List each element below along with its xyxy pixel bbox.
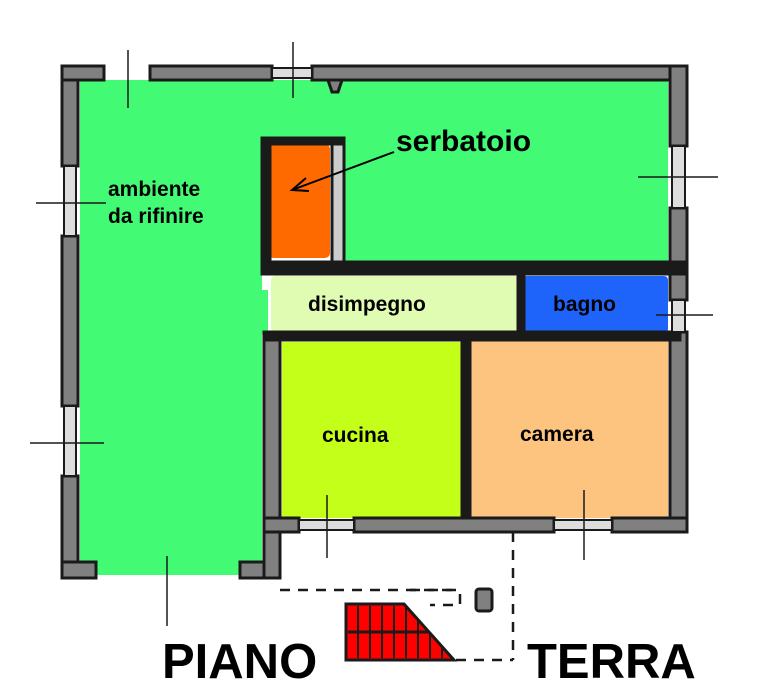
room-label-serbatoio: serbatoio	[396, 125, 532, 158]
window-top	[271, 67, 313, 79]
room-label-ambiente-line1: ambiente	[108, 178, 201, 201]
wall-top-notch	[325, 78, 345, 94]
room-label-bagno: bagno	[553, 293, 616, 316]
room-ambiente-fill	[80, 80, 668, 575]
wall-left-mid	[60, 234, 80, 408]
wall-top-mid	[148, 64, 274, 82]
room-label-camera: camera	[520, 423, 594, 446]
room-bagno-fill	[523, 276, 668, 333]
staircase-icon	[344, 602, 458, 662]
window-right-bagno	[671, 299, 686, 333]
room-label-ambiente: ambiente da rifinire	[108, 176, 204, 230]
dashed-step-return	[410, 588, 462, 607]
wall-cucina-camera	[460, 334, 472, 522]
plan-title-piano: PIANO	[162, 635, 318, 689]
wall-disimpegno-bottom	[262, 330, 682, 342]
room-disimpegno-fill	[271, 276, 519, 332]
window-camera	[553, 519, 613, 531]
room-camera-fill	[470, 338, 668, 518]
wall-disimpegno-top	[260, 260, 689, 276]
wall-serbatoio-left	[260, 138, 272, 266]
wall-serbatoio-right	[330, 138, 346, 266]
wall-bottom-cucina-left	[262, 516, 301, 534]
wall-right-lower	[668, 330, 689, 534]
wall-bottom-right	[610, 516, 689, 534]
pillar-icon	[474, 587, 494, 613]
axis-marks	[30, 42, 718, 626]
window-left-upper	[63, 165, 77, 237]
room-cucina-fill	[282, 342, 462, 518]
wall-top-left	[60, 64, 106, 82]
room-serbatoio-fill	[268, 144, 330, 258]
window-left-lower	[63, 405, 77, 477]
wall-inner-vertical	[262, 332, 282, 580]
room-label-disimpegno: disimpegno	[308, 293, 426, 316]
wall-serbatoio-top	[260, 136, 346, 146]
wall-bottom-mid	[352, 516, 556, 534]
room-label-cucina: cucina	[322, 424, 389, 447]
room-fills	[80, 80, 668, 575]
arrow-icon	[289, 151, 395, 192]
wall-bottom-left-corner	[60, 560, 98, 580]
wall-right-mid	[668, 206, 689, 302]
windows	[63, 67, 686, 531]
wall-disimpegno-bagno	[516, 272, 526, 336]
room-label-ambiente-line2: da rifinire	[108, 205, 204, 228]
walls	[60, 64, 689, 580]
dashed-outline	[280, 532, 515, 662]
plan-title-terra: TERRA	[527, 635, 696, 689]
wall-right-upper	[668, 64, 689, 148]
wall-top-right	[310, 64, 689, 82]
